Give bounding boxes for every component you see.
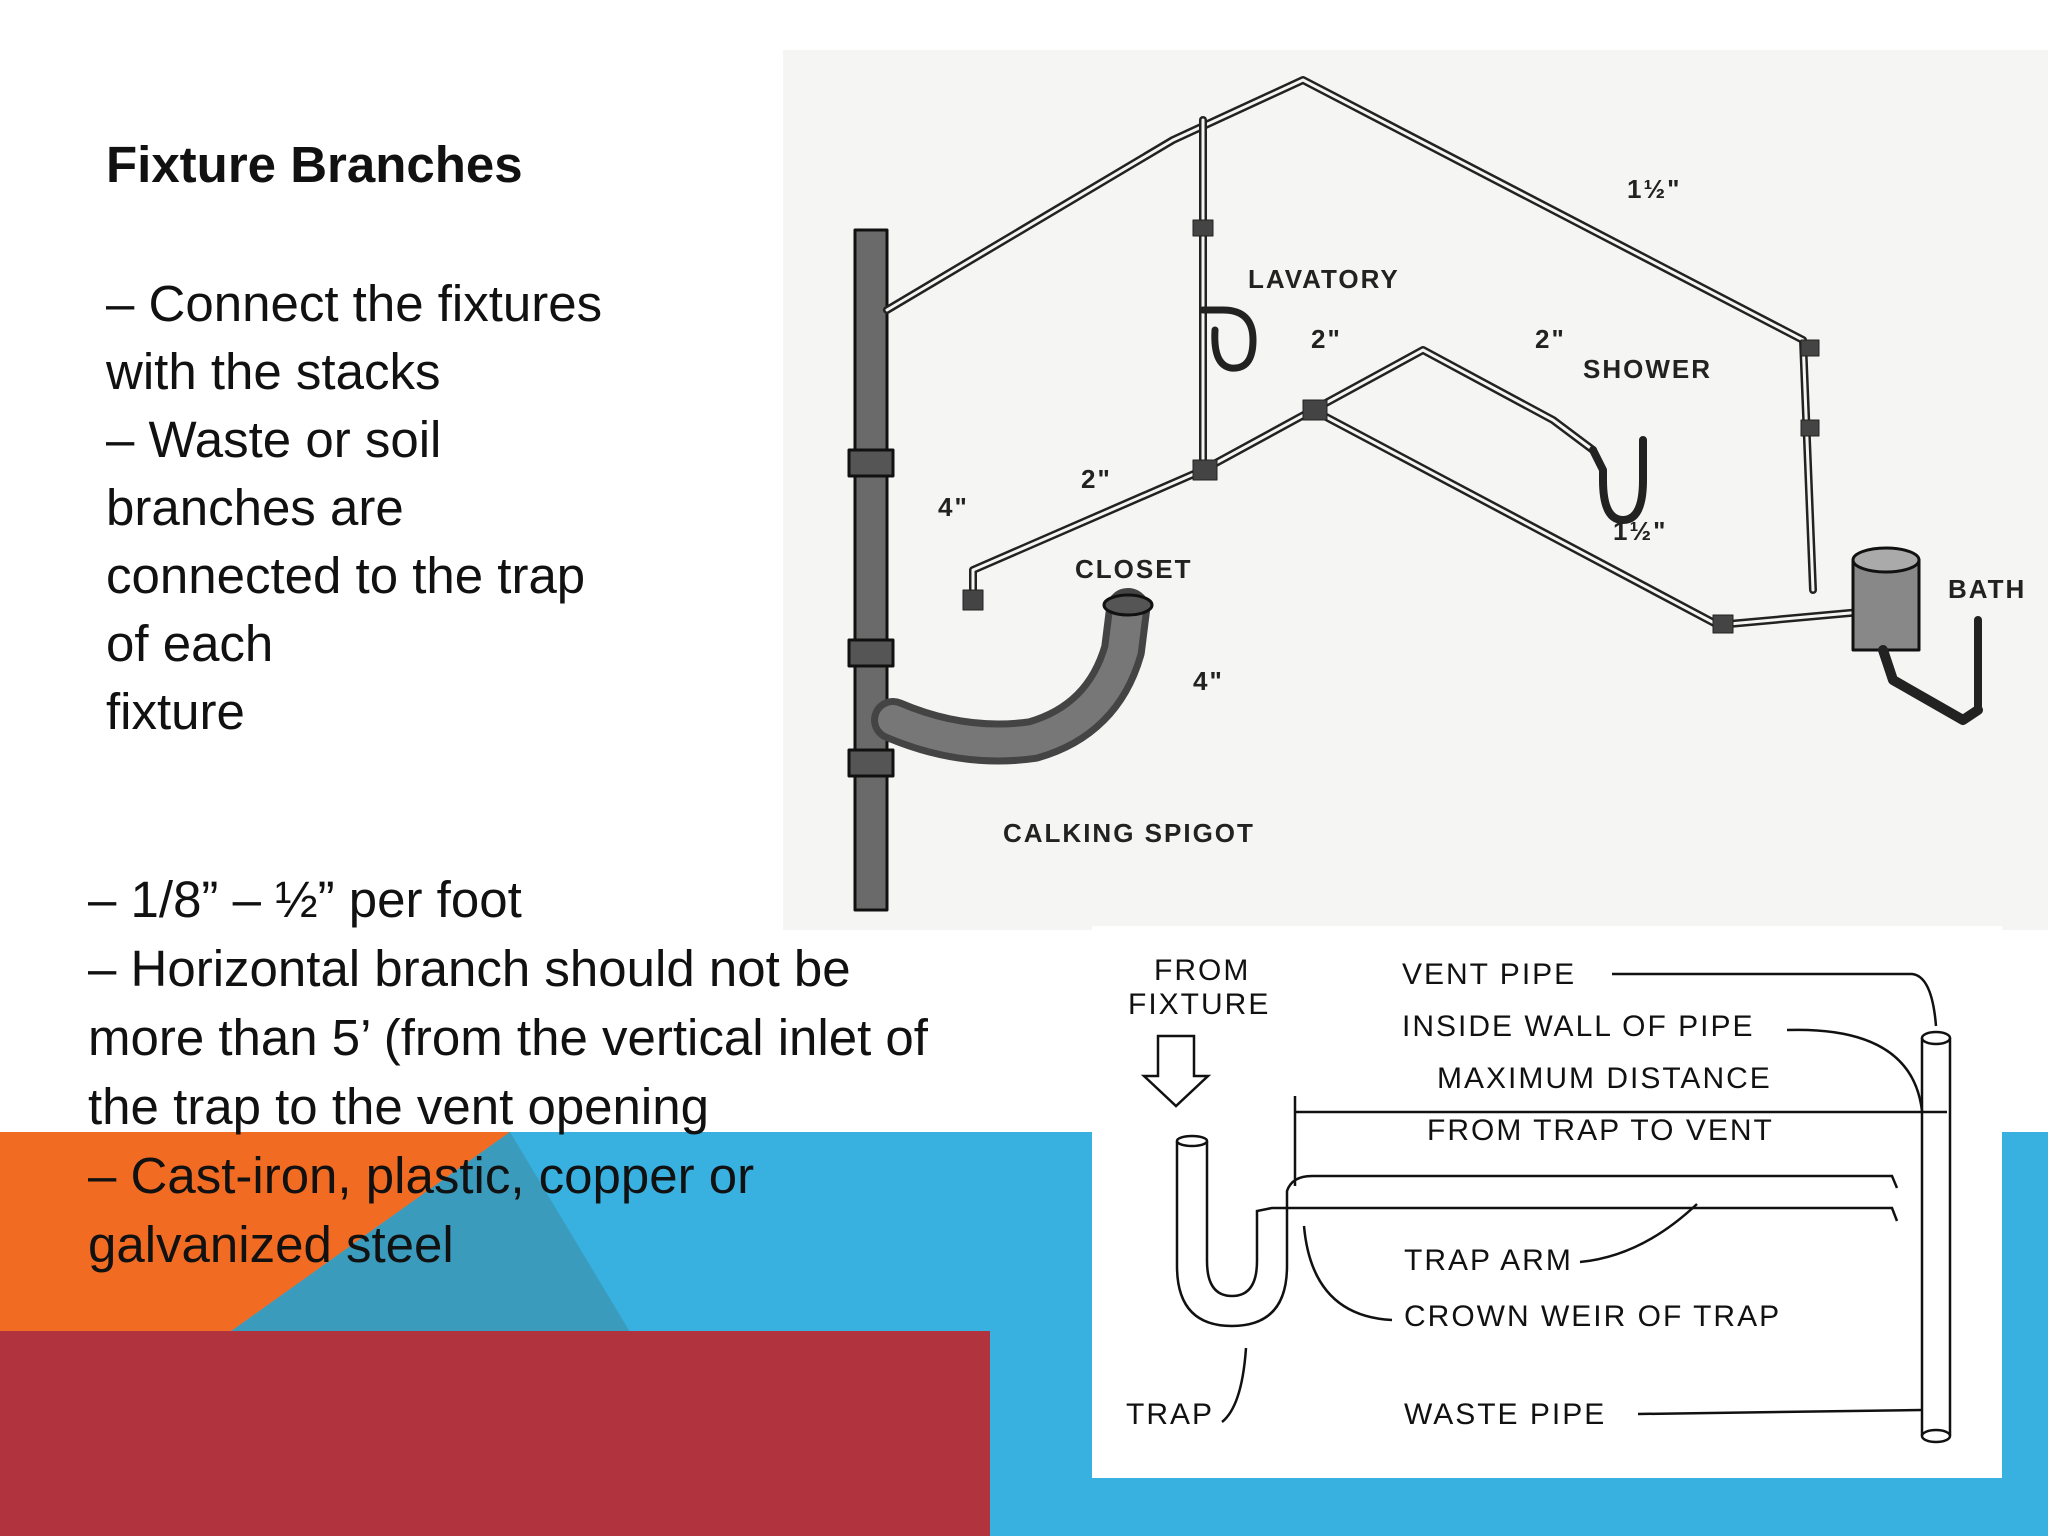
label-size-1-5-top: 1½": [1627, 174, 1681, 204]
label-waste-pipe: WASTE PIPE: [1404, 1398, 1606, 1431]
isometric-plumbing-drawing: LAVATORY SHOWER CLOSET BATH CALKING SPIG…: [847, 76, 2026, 912]
trap-vent-diagram: FROM FIXTURE VENT PIPE INSIDE WALL OF PI…: [1092, 926, 2002, 1478]
label-lavatory: LAVATORY: [1248, 264, 1400, 294]
bullet-list-bottom: – 1/8” – ½” per foot – Horizontal branch…: [88, 865, 1118, 1279]
label-calking-spigot: CALKING SPIGOT: [1003, 818, 1255, 848]
label-bath: BATH: [1948, 574, 2026, 604]
bullet-item: – Horizontal branch should not be more t…: [88, 940, 928, 1135]
label-crown-weir: CROWN WEIR OF TRAP: [1404, 1300, 1781, 1333]
bullet-item: – Waste or soil branches are connected t…: [106, 411, 586, 740]
label-trap-to-vent: FROM TRAP TO VENT: [1427, 1114, 1774, 1147]
label-trap: TRAP: [1126, 1398, 1214, 1431]
label-from: FROM: [1154, 954, 1250, 987]
label-size-2b: 2": [1311, 324, 1342, 354]
bullet-list-top: – Connect the fixtures with the stacks –…: [106, 270, 706, 746]
slide-title: Fixture Branches: [106, 136, 523, 193]
label-max-distance: MAXIMUM DISTANCE: [1437, 1062, 1772, 1095]
label-size-closet: 4": [1193, 666, 1224, 696]
label-inside-wall: INSIDE WALL OF PIPE: [1402, 1010, 1755, 1043]
label-size-1-5-mid: 1½": [1613, 516, 1667, 546]
label-size-2c: 2": [1535, 324, 1566, 354]
label-size-2a: 2": [1081, 464, 1112, 494]
label-closet: CLOSET: [1075, 554, 1192, 584]
label-fixture: FIXTURE: [1128, 988, 1270, 1021]
bullet-item: – Cast-iron, plastic, copper or galvaniz…: [88, 1147, 755, 1273]
background-block-red: [0, 1331, 990, 1536]
label-size-stack: 4": [938, 492, 969, 522]
trap-vent-drawing: FROM FIXTURE VENT PIPE INSIDE WALL OF PI…: [1126, 954, 1952, 1444]
label-vent-pipe: VENT PIPE: [1402, 958, 1576, 991]
isometric-plumbing-figure: LAVATORY SHOWER CLOSET BATH CALKING SPIG…: [783, 50, 2048, 930]
bullet-item: – Connect the fixtures with the stacks: [106, 275, 603, 400]
bullet-item: – 1/8” – ½” per foot: [88, 871, 522, 928]
label-shower: SHOWER: [1583, 354, 1712, 384]
label-trap-arm: TRAP ARM: [1404, 1244, 1573, 1277]
